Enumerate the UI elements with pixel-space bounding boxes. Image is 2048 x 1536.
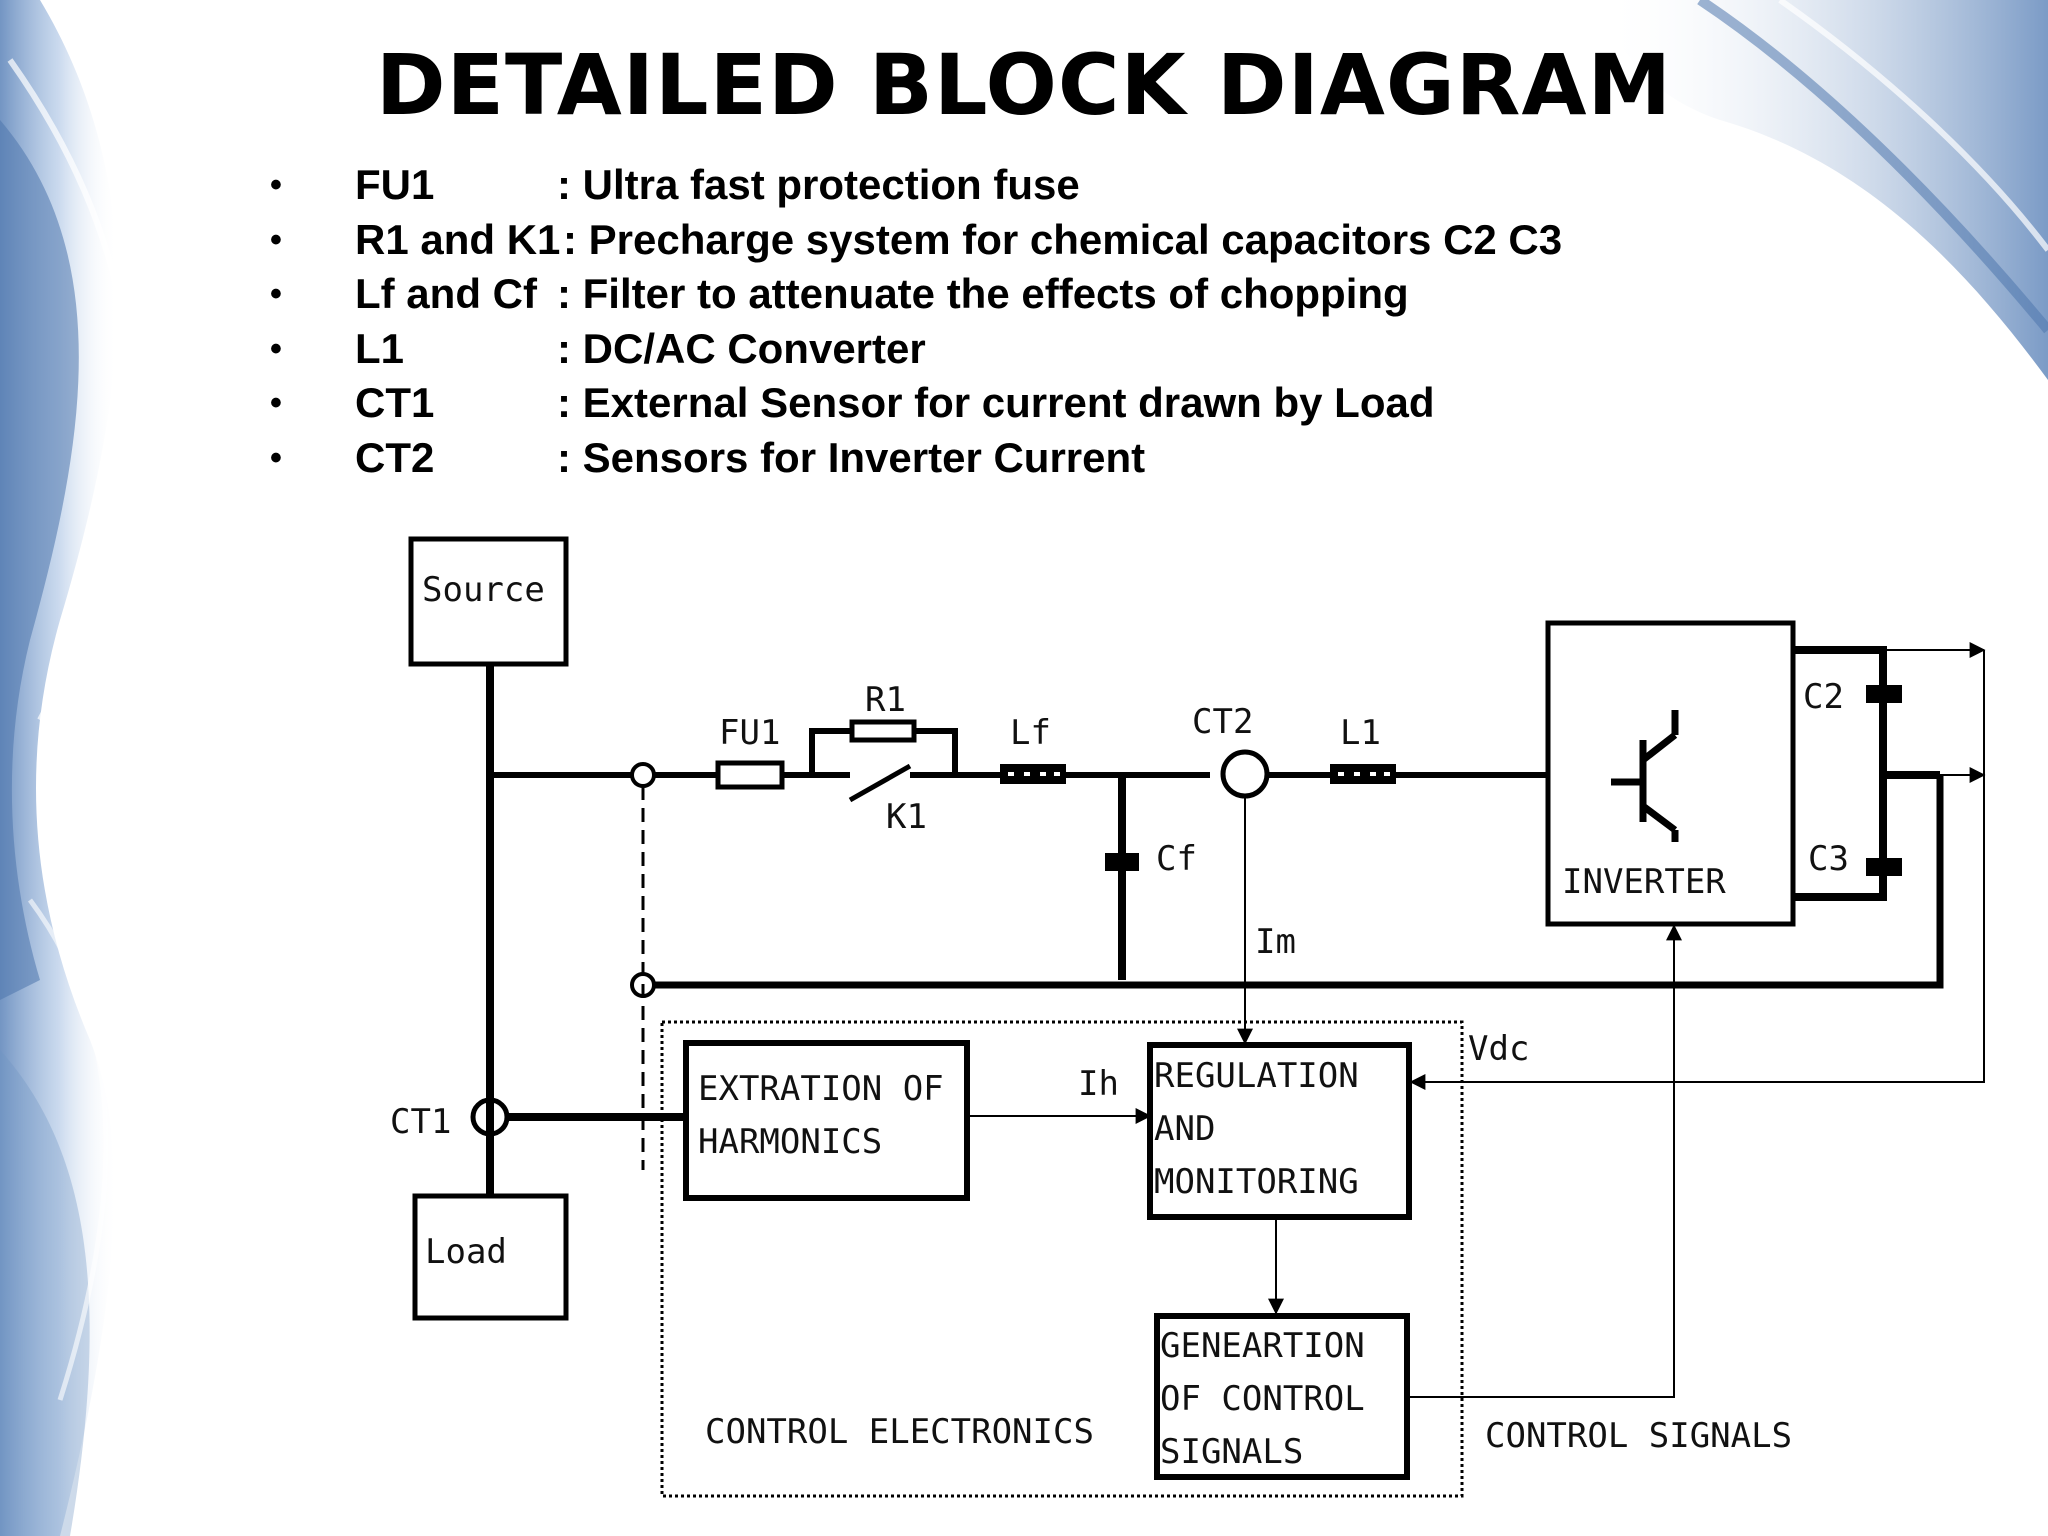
control-signals-label: CONTROL SIGNALS — [1485, 1416, 1792, 1456]
im-label: Im — [1255, 922, 1296, 962]
regulation-monitoring-block — [1147, 1042, 1412, 1220]
extraction-label-line1: EXTRATION OF — [698, 1069, 944, 1109]
legend-term: CT1 — [355, 379, 435, 426]
top-terminal-icon — [630, 762, 656, 788]
inverter-return-wire — [640, 775, 1944, 989]
ct2-label: CT2 — [1192, 702, 1253, 742]
bullet-icon: • — [270, 329, 282, 368]
generation-label-line3: SIGNALS — [1160, 1432, 1303, 1472]
bullet-icon: • — [270, 275, 282, 313]
c2-label: C2 — [1803, 677, 1844, 717]
c3-capacitor-icon — [1866, 858, 1902, 876]
control-electronics-boundary — [660, 1020, 1464, 1498]
cf-capacitor-icon — [1105, 853, 1139, 871]
legend-description: : Filter to attenuate the effects of cho… — [557, 270, 1409, 317]
legend-description: : External Sensor for current drawn by L… — [557, 379, 1435, 426]
lf-label: Lf — [1010, 713, 1051, 753]
c2-capacitor-icon — [1866, 685, 1902, 703]
cf-label: Cf — [1156, 839, 1197, 879]
extraction-of-harmonics-block — [683, 1040, 970, 1201]
legend-term: CT2 — [355, 433, 435, 481]
r1-label: R1 — [865, 680, 906, 720]
inverter-block — [1545, 620, 1796, 927]
generation-label-line2: OF CONTROL — [1160, 1379, 1365, 1419]
legend-term: Lf and Cf — [355, 270, 537, 317]
legend-description: : Ultra fast protection fuse — [557, 161, 1080, 208]
legend-term: FU1 — [355, 161, 435, 208]
bullet-icon: • — [270, 438, 282, 477]
fu1-fuse-icon — [715, 760, 785, 790]
extraction-label-line2: HARMONICS — [698, 1122, 882, 1162]
ct2-sensor-icon — [1220, 749, 1270, 799]
load-label: Load — [425, 1232, 507, 1272]
legend-description: : Sensors for Inverter Current — [557, 433, 1146, 481]
vdc-feedback-arrow — [1409, 650, 1985, 1090]
inverter-label: INVERTER — [1562, 862, 1726, 902]
ct1-label: CT1 — [390, 1102, 451, 1142]
load-block — [412, 1193, 569, 1321]
legend-description: : Precharge system for chemical capacito… — [563, 215, 1563, 263]
fu1-label: FU1 — [719, 713, 780, 753]
vdc-label: Vdc — [1468, 1029, 1529, 1069]
source-label: Source — [422, 570, 545, 610]
k1-label: K1 — [886, 797, 927, 837]
l1-inductor-icon — [1330, 764, 1396, 784]
bullet-icon: • — [270, 384, 282, 422]
generation-label-line1: GENEARTION — [1160, 1326, 1365, 1366]
regulation-label-line3: MONITORING — [1154, 1162, 1359, 1202]
transistor-icon — [1611, 710, 1679, 842]
regulation-label-line1: REGULATION — [1154, 1056, 1359, 1096]
l1-label: L1 — [1340, 713, 1381, 753]
slide-title: DETAILED BLOCK DIAGRAM — [375, 36, 1673, 134]
k1-switch-icon — [848, 763, 912, 803]
regulation-label-line2: AND — [1154, 1109, 1215, 1149]
ih-label: Ih — [1078, 1064, 1119, 1104]
legend-term: L1 — [355, 324, 405, 372]
control-signals-arrow — [1407, 924, 1682, 1398]
legend-term: R1 and K1 — [355, 215, 561, 263]
capacitor-bank-wires — [1793, 646, 1940, 901]
bullet-icon: • — [270, 220, 282, 259]
control-electronics-label: CONTROL ELECTRONICS — [705, 1412, 1094, 1452]
c3-label: C3 — [1808, 839, 1849, 879]
r1-resistor-icon — [849, 719, 917, 743]
legend-description: : DC/AC Converter — [557, 324, 926, 372]
lf-inductor-icon — [1000, 764, 1066, 784]
bullet-icon: • — [270, 166, 282, 204]
